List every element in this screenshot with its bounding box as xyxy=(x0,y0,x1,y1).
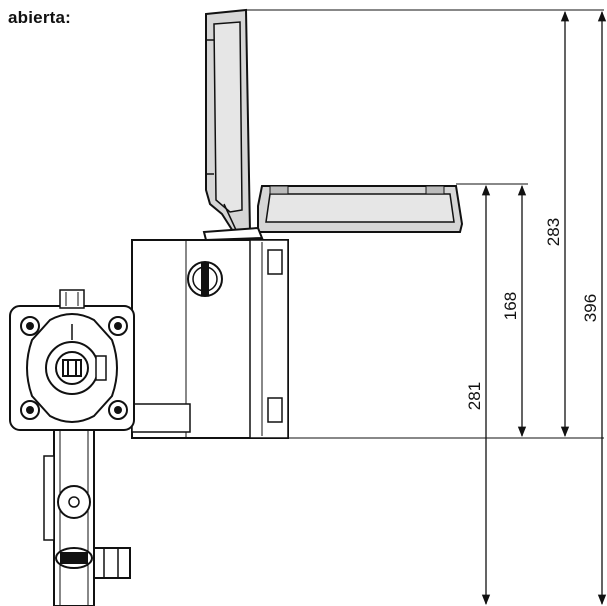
lid-open xyxy=(205,8,252,238)
dim-label-168: 168 xyxy=(501,292,520,320)
extension-lines xyxy=(246,9,604,439)
hinge xyxy=(202,226,264,242)
dim-label-396: 396 xyxy=(581,294,600,322)
lid-closed-outline xyxy=(257,185,464,233)
cable-gland xyxy=(187,261,223,297)
dim-label-283: 283 xyxy=(544,218,563,246)
actuator-housing xyxy=(131,239,289,439)
valve-stem xyxy=(43,429,131,606)
valve-block xyxy=(9,289,135,431)
caption: abierta: xyxy=(8,8,72,27)
dim-label-281: 281 xyxy=(465,382,484,410)
